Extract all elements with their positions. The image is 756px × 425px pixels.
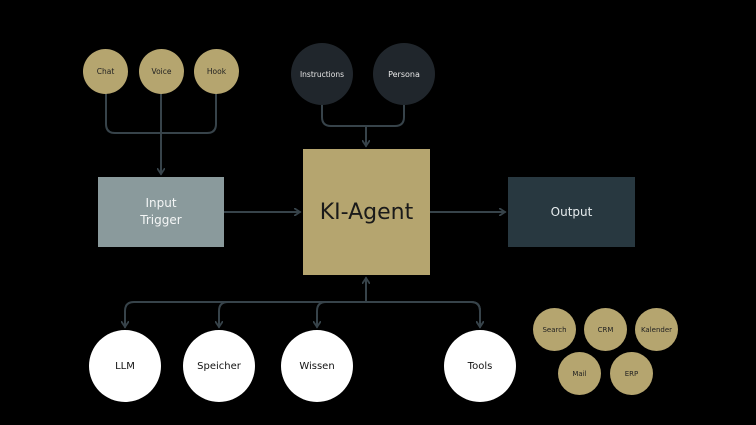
resource-tools-label: Tools	[467, 360, 493, 372]
trigger-hook: Hook	[194, 49, 239, 94]
output-label: Output	[550, 205, 593, 219]
input-trigger-label-line1: Input	[145, 196, 177, 210]
resource-tools: Tools	[444, 330, 516, 402]
connector-hook-to-input	[160, 93, 217, 134]
tool-mail: Mail	[558, 352, 601, 395]
resource-llm: LLM	[89, 330, 161, 402]
connector-resource-bus	[124, 301, 480, 327]
resource-speicher: Speicher	[183, 330, 255, 402]
tool-search: Search	[533, 308, 576, 351]
trigger-hook-label: Hook	[206, 67, 227, 76]
connector-instructions-to-agent	[321, 104, 367, 127]
tool-crm-label: CRM	[597, 325, 614, 334]
tool-kalender-label: Kalender	[640, 325, 673, 334]
ki-agent-label: KI-Agent	[319, 199, 414, 225]
tool-search-label: Search	[542, 325, 567, 334]
trigger-chat: Chat	[83, 49, 128, 94]
tool-erp: ERP	[610, 352, 653, 395]
connector-chat-to-input	[105, 93, 162, 134]
resource-wissen-label: Wissen	[299, 360, 335, 372]
trigger-chat-label: Chat	[96, 67, 115, 76]
resource-llm-label: LLM	[115, 360, 135, 372]
resource-wissen: Wissen	[281, 330, 353, 402]
tool-crm: CRM	[584, 308, 627, 351]
config-instructions: Instructions	[291, 43, 353, 105]
tool-erp-label: ERP	[624, 369, 639, 378]
input-trigger-label-line2: Trigger	[140, 213, 182, 227]
config-persona-label: Persona	[388, 69, 420, 79]
input-trigger-box: Input Trigger	[98, 177, 224, 247]
output-box: Output	[508, 177, 635, 247]
ki-agent-box: KI-Agent	[303, 149, 430, 275]
trigger-voice: Voice	[139, 49, 184, 94]
config-instructions-label: Instructions	[299, 69, 345, 79]
tool-mail-label: Mail	[572, 369, 587, 378]
connector-to-wissen	[317, 301, 327, 327]
connector-persona-to-agent	[365, 104, 405, 127]
connector-to-speicher	[219, 301, 229, 327]
trigger-voice-label: Voice	[151, 67, 172, 76]
connector-to-tools	[470, 301, 480, 327]
resource-speicher-label: Speicher	[197, 360, 241, 372]
tool-kalender: Kalender	[635, 308, 678, 351]
config-persona: Persona	[373, 43, 435, 105]
